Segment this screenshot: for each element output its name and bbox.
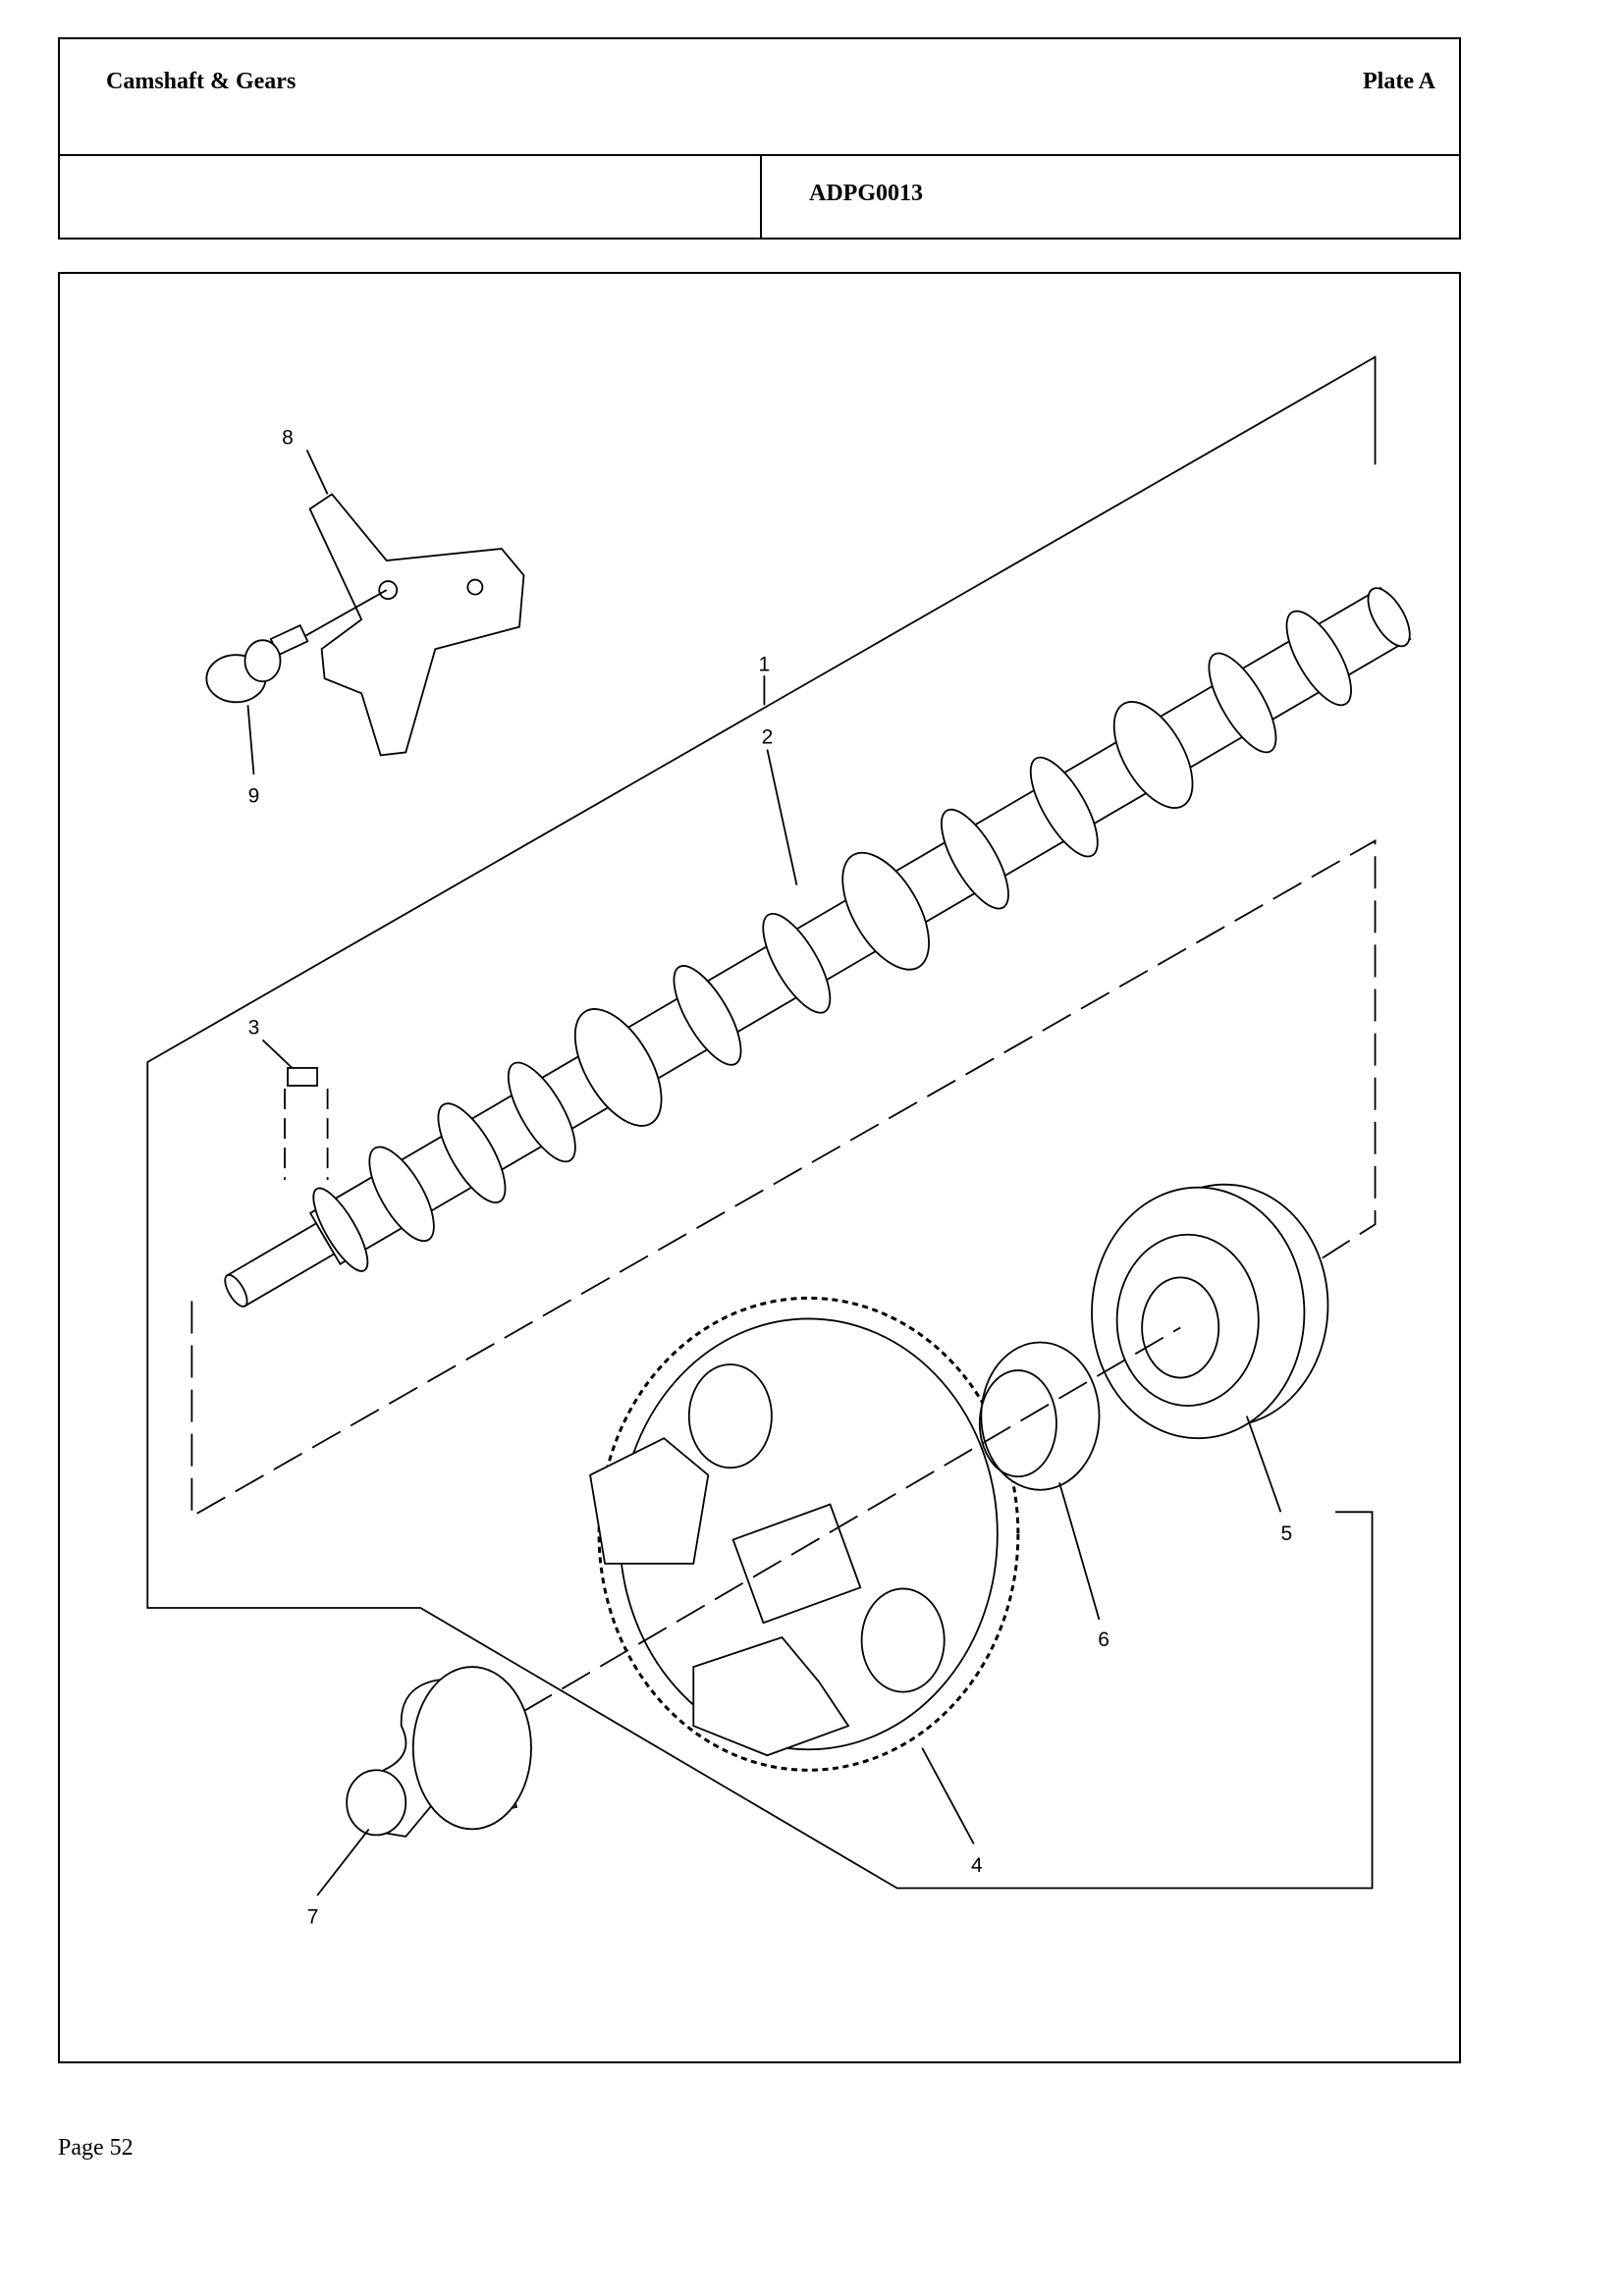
callout-2: 2	[762, 725, 774, 748]
leader-lines	[246, 449, 1282, 1896]
callout-5: 5	[1281, 1522, 1293, 1545]
camshaft	[224, 586, 1412, 1308]
callout-8: 8	[282, 426, 294, 449]
drive-gear	[589, 1296, 1020, 1772]
title-row	[60, 39, 1459, 156]
plate-label: Plate A	[1363, 69, 1435, 94]
drawing-code: ADPG0013	[809, 181, 923, 206]
spacer-ring	[980, 1341, 1101, 1491]
page-number: Page 52	[58, 2135, 134, 2161]
bearing	[1091, 1183, 1329, 1440]
woodruff-key	[287, 1067, 318, 1087]
callout-9: 9	[248, 784, 260, 807]
title-block: Camshaft & Gears Plate A ADPG0013	[58, 37, 1461, 240]
assembly-outline	[146, 355, 1377, 1890]
title-divider	[760, 154, 762, 238]
drawing-frame	[58, 272, 1461, 2063]
callout-6: 6	[1098, 1629, 1109, 1651]
assembly-dashed-outline	[190, 839, 1377, 1519]
callout-4: 4	[971, 1854, 983, 1877]
section-title: Camshaft & Gears	[106, 69, 297, 94]
thrust-plate	[308, 493, 525, 757]
callout-3: 3	[248, 1016, 260, 1039]
bolt	[205, 623, 309, 704]
callout-7: 7	[307, 1906, 319, 1929]
callout-1: 1	[759, 654, 771, 676]
gear-hub-cap	[346, 1666, 532, 1838]
